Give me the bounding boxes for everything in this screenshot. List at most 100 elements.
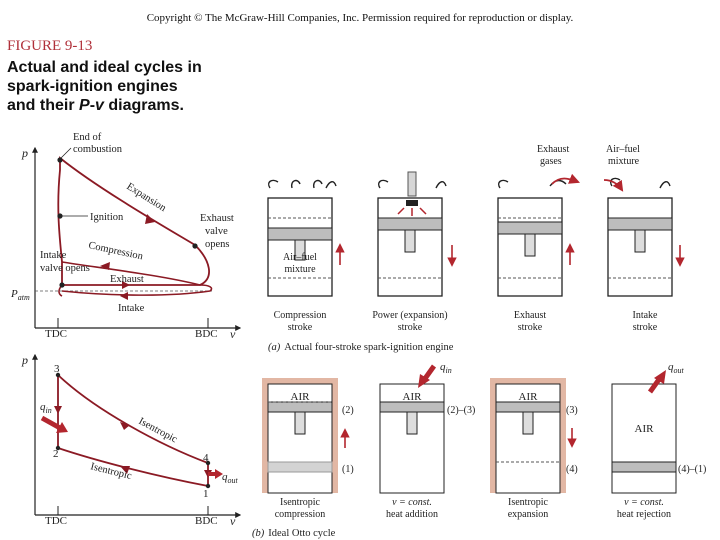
state-1-label: 1 [203,488,209,500]
intake-piston [607,217,673,231]
ideal-piston-1-top [267,401,333,413]
ideal-cap-4-line-2: heat rejection [617,509,671,520]
cylinder-exhaust: Exhaust gases Exhaust stroke [497,144,581,333]
state-2-label: 2 [53,448,59,460]
compression-curve [61,261,201,286]
exhaust-stroke-label-2: stroke [518,322,543,333]
actual-tdc-label: TDC [45,328,67,340]
exhaust-stroke-label-1: Exhaust [514,310,546,321]
actual-cycle-loop [57,156,210,286]
ideal-cap-3-line-2: expansion [508,509,549,520]
figure-number: FIGURE 9-13 [7,38,93,54]
exhaust-valve-label-2: valve [205,226,228,237]
exhaust-connecting-rod [524,233,536,257]
ideal-cap-1-line-1: Isentropic [280,497,321,508]
intake-stroke-label-2: stroke [633,322,658,333]
caption-line-1: Actual and ideal cycles in [7,59,202,76]
ideal-engine-q-in: qin [440,361,452,375]
expansion-label: Expansion [124,181,168,214]
exhaust-gases-arrow [551,173,581,185]
ideal-cap-1-line-2: compression [275,509,326,520]
ideal-rod-2 [406,411,418,435]
cyl-air-fuel-label-1: Air–fuel [283,252,317,263]
actual-v-axis-label: v [230,327,236,341]
ideal-piston-1-bottom [267,461,333,473]
ideal-tdc-label: TDC [45,515,67,527]
spark-plug-tip [406,200,418,206]
state-4-dot [205,460,211,466]
power-stroke-label-2: stroke [398,322,423,333]
compression-stroke-label-1: Compression [274,310,327,321]
exhaust-valve-label-3: opens [205,239,230,250]
exhaust-arrow [122,281,130,289]
ignition-label: Ignition [90,212,124,223]
caption-dash: - [89,97,96,114]
ideal-cap-2-line-2: heat addition [386,509,438,520]
exhaust-valve-label-1: Exhaust [200,213,234,224]
ideal-pv-diagram: p v TDC BDC 3 2 4 1 qin qout Isentropic … [21,353,242,528]
ideal-cyl-expansion: AIR (3) (4) Isentropic expansion [490,378,578,520]
ideal-engine-q-out: qout [668,361,685,375]
ideal-q-in-label: qin [40,401,52,415]
ideal-state-4: (4) [566,464,578,475]
exhaust-valve-dot [192,243,198,249]
cylinder-intake: Air–fuel mixture Intake stroke [603,144,685,333]
actual-pv-diagram: p v TDC BDC Patm End of combustion Expan… [10,132,242,341]
caption-line-3-suffix: diagrams. [103,97,184,114]
state-2-dot [55,445,61,451]
ideal-cap-4-line-1: v = const. [624,497,664,508]
cylinder-compression: Air–fuel mixture Compression stroke [267,179,345,333]
actual-p-axis-label: p [21,146,28,160]
compression-connecting-rod [294,239,306,261]
ideal-air-2: AIR [403,391,423,403]
ideal-state-1a: (1) [342,464,354,475]
expansion-direction-arrow [120,422,130,430]
state-4-label: 4 [203,452,209,464]
actual-bdc-label: BDC [195,328,218,340]
top-air-fuel-label-2: mixture [608,156,640,167]
intake-stroke-label-1: Intake [633,310,659,321]
cylinder-power: Power (expansion) stroke [372,171,457,333]
end-of-combustion-leader [60,147,72,159]
end-of-combustion-label-2: combustion [73,144,123,155]
air-fuel-inflow-arrow [603,179,624,192]
ideal-air-1: AIR [291,391,311,403]
ideal-cyl-compression: AIR (2) (1) Isentropic compression [262,378,354,520]
isentropic-expansion-curve [57,374,209,464]
end-of-combustion-label-1: End of [73,132,102,143]
state-1-dot [205,483,211,489]
power-piston [377,217,443,231]
ideal-cap-3-line-1: Isentropic [508,497,549,508]
expansion-arrow [145,214,155,224]
intake-valve-dot [59,282,65,288]
ideal-air-3: AIR [519,391,539,403]
ideal-p-axis-label: p [21,353,28,367]
ideal-bdc-label: BDC [195,515,218,527]
compression-arrow [100,262,110,270]
caption-v: v [95,97,104,114]
intake-curve [61,284,213,296]
patm-label: Patm [10,288,30,302]
power-connecting-rod [404,229,416,253]
spark-plug-icon [407,171,417,197]
heat-addition-arrow [54,406,62,414]
exhaust-label: Exhaust [110,274,144,285]
q-out-heat-arrowhead [215,469,223,479]
ideal-cap-2-line-1: v = const. [392,497,432,508]
intake-label: Intake [118,303,145,314]
intake-arrow [120,292,128,300]
ideal-piston-2 [379,401,445,413]
cyl-air-fuel-label-2: mixture [284,264,316,275]
ideal-q-in-arrowhead [418,374,430,388]
exhaust-gases-label-2: gases [540,156,562,167]
ideal-cyl-heat-addition: AIR qin (2)–(3) v = const. heat addition [379,361,475,520]
ideal-v-axis-label: v [230,514,236,528]
ideal-rod-1 [294,411,306,435]
ideal-q-out-label: qout [222,471,239,485]
top-air-fuel-label-1: Air–fuel [606,144,640,155]
ideal-cyl-heat-rejection: AIR qout (4)–(1) v = const. heat rejecti… [611,361,706,520]
compression-direction-arrow [120,466,130,474]
ideal-rod-3 [522,411,534,435]
